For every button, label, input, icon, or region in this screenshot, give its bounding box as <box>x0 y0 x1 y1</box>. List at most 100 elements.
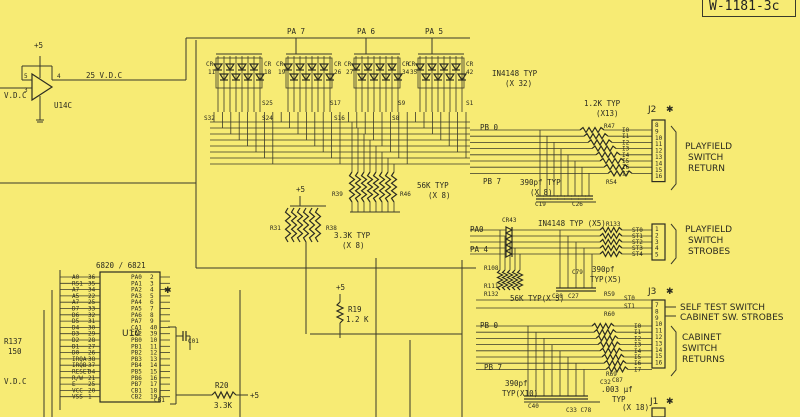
pin-pb3: PB3 <box>131 356 142 363</box>
return-resistor <box>607 169 633 178</box>
r47-label: R47 <box>604 123 615 130</box>
diode <box>236 63 248 72</box>
diode <box>450 63 462 72</box>
pin-num: 8 <box>150 312 154 319</box>
return-resistor <box>595 151 621 159</box>
cab-return-2: SWITCH <box>682 344 717 354</box>
diode <box>438 63 450 72</box>
pf-strobes-2: SWITCH <box>688 236 723 246</box>
r12k-type: 1.2K TYP <box>584 99 621 108</box>
port-pb7: PB 7 <box>483 177 501 186</box>
r39-label: R39 <box>332 191 343 198</box>
connector-j2b <box>651 223 666 261</box>
diode <box>300 73 312 82</box>
opamp-pin3: 3 <box>24 87 28 94</box>
pack-resistor <box>290 207 298 243</box>
pf-strobes-3: STROBES <box>688 247 730 257</box>
return-resistor <box>591 144 617 153</box>
opamp-pin4: 4 <box>57 73 61 80</box>
connector-j2a-pin: 16 <box>655 173 663 180</box>
pullup-resistor <box>390 171 398 203</box>
port-pb0-lower: PB 0 <box>480 321 499 330</box>
r33k-count: (X 8) <box>342 241 365 250</box>
r38-label: R38 <box>326 225 337 232</box>
pin-num: 12 <box>150 350 158 357</box>
r69-label: R69 <box>606 371 617 378</box>
cap003-x: (X 18) <box>622 403 649 412</box>
pin-d6: D6 <box>72 312 80 319</box>
j3-label: J3 <box>647 287 656 297</box>
strobe-diode <box>505 244 514 252</box>
r132-label: R132 <box>484 291 499 298</box>
pin-cb2: CB2 <box>131 394 142 401</box>
pin-num: 16 <box>150 375 158 382</box>
connector-j3-pin: 16 <box>655 360 663 367</box>
strobe-pulldown <box>516 269 524 291</box>
opamp-ref: U14C <box>54 101 72 110</box>
connector-j2a-pin: 9 <box>655 128 659 135</box>
cab-st1: ST1 <box>624 303 635 310</box>
cap003-count: TYP <box>612 395 626 404</box>
pin-num: 11 <box>150 343 158 350</box>
pin-num: 19 <box>150 394 158 401</box>
connector-j3-pin: 15 <box>655 353 663 360</box>
cb1-label: CB1 <box>154 397 165 404</box>
switch-s24: S24 <box>262 115 273 122</box>
pin-num: 26 <box>88 350 96 357</box>
j2-star: ✱ <box>666 105 674 115</box>
io-i4: I4 <box>622 152 630 159</box>
c87-label: C87 <box>612 377 623 384</box>
pf-return-1: PLAYFIELD <box>685 142 732 152</box>
opamp-pin5: 5 <box>24 73 28 80</box>
diode <box>242 73 254 82</box>
pin-e: E <box>72 381 76 388</box>
cr-label: CR <box>408 61 416 68</box>
connector-j2a-pin: 10 <box>655 135 663 142</box>
pin-d0: D0 <box>72 350 80 357</box>
pin-pa4: PA4 <box>131 299 142 306</box>
r19-value: 1.2 K <box>346 315 369 324</box>
diode <box>230 73 242 82</box>
cabinet-resistor-bank: ST0ST1R59R60I0I1I2I3I4I5I6I7R69C40C32C33… <box>476 291 652 414</box>
pullup-resistor <box>378 171 386 203</box>
c26-label: C26 <box>572 201 583 208</box>
c30-label: C30 <box>552 293 563 300</box>
r31-label: R31 <box>270 225 281 232</box>
pack-resistor <box>284 207 292 243</box>
cr-label: CR <box>206 61 214 68</box>
connector-j3-pin: 11 <box>655 328 663 335</box>
io-i7: I7 <box>622 170 630 177</box>
diode <box>224 63 236 72</box>
r133-label: R133 <box>606 221 621 228</box>
pin-pa3: PA3 <box>131 293 142 300</box>
connector-j2a-pin: 12 <box>655 148 663 155</box>
pack-resistor <box>302 207 310 243</box>
pf-return-2: SWITCH <box>688 153 723 163</box>
cabinet-resistor <box>593 328 617 336</box>
connector-j2b-pin: 2 <box>655 232 659 239</box>
capacitor-c01: C01 <box>176 331 199 350</box>
strobe-resistor <box>599 238 623 246</box>
r54-label: R54 <box>606 179 617 186</box>
pin-d2: D2 <box>72 337 80 344</box>
j3-star: ✱ <box>666 287 674 297</box>
pf-return-3: RETURN <box>688 164 725 174</box>
diodes5-type: IN4148 TYP (X5) <box>538 219 606 228</box>
cabinet-resistor <box>595 334 619 343</box>
pin-pa2: PA2 <box>131 287 142 294</box>
pin-cb1: CB1 <box>131 387 142 394</box>
pullup-resistor <box>348 171 356 203</box>
pin-r/w: R/W <box>72 375 83 382</box>
pin-irqb: IRQB <box>72 362 87 369</box>
connector-j2a-pin: 15 <box>655 167 663 174</box>
strobe-pulldown <box>501 269 509 291</box>
pin-num: 32 <box>88 312 96 319</box>
chip-name: 6820 / 6821 <box>96 261 146 270</box>
pin-pa6: PA6 <box>131 312 142 319</box>
switch-s9: S9 <box>398 100 406 107</box>
strobe-resistor <box>599 250 623 258</box>
self-test-label: SELF TEST SWITCH <box>680 303 765 313</box>
r111-label: R111 <box>484 283 499 290</box>
